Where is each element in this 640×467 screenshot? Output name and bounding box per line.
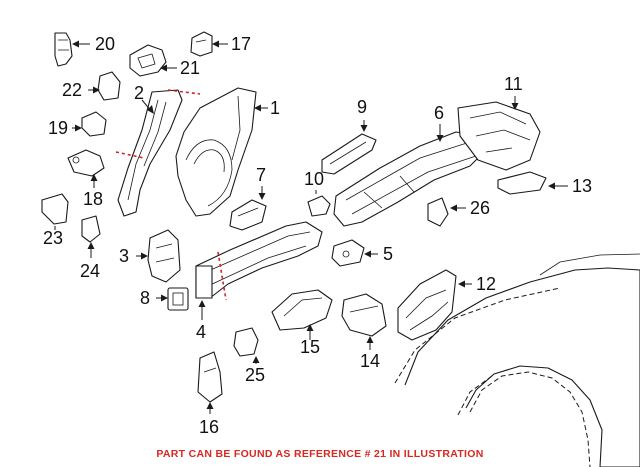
part-19-bracket [72,111,107,137]
reference-footnote: PART CAN BE FOUND AS REFERENCE # 21 IN I… [156,448,484,460]
part-14-bracket [341,293,387,350]
part-12-splash-shield [397,269,472,341]
part-25-block [233,327,260,364]
callout-9: 9 [357,97,368,117]
part-5-bracket [331,239,378,267]
part-9-rail [321,120,377,175]
part-20-bracket [54,32,90,67]
callout-7: 7 [256,165,267,185]
callout-1: 1 [270,98,281,118]
callout-13: 13 [572,176,593,196]
callout-4: 4 [196,322,207,342]
callout-8: 8 [140,288,151,308]
part-4-frame-rail [195,221,323,320]
callout-17: 17 [231,34,252,54]
part-10-bracket [307,190,331,217]
fender-outline [394,253,640,467]
callout-16: 16 [199,417,220,437]
part-11-apron [457,96,541,171]
callout-3: 3 [119,246,130,266]
part-23-bracket [41,193,69,230]
callout-14: 14 [360,351,381,371]
callout-23: 23 [43,228,64,248]
part-15-bracket [271,289,333,340]
callout-20: 20 [95,34,116,54]
callout-24: 24 [80,261,101,281]
part-24-bracket [81,215,101,258]
part-21-gusset [129,44,177,77]
callout-12: 12 [476,274,497,294]
part-7-bracket [229,186,267,231]
callout-26: 26 [470,198,491,218]
callout-11: 11 [504,74,523,94]
callout-18: 18 [83,189,104,209]
part-17-bracket [190,31,228,57]
callout-6: 6 [434,103,445,123]
part-13-rail [497,171,568,195]
part-18-mount [67,149,105,188]
callout-19: 19 [48,118,69,138]
part-26-bracket [427,197,466,227]
callout-25: 25 [245,365,266,385]
callout-21: 21 [180,58,201,78]
part-22-clip [88,71,121,101]
part-8-plug [156,287,189,311]
callout-2: 2 [134,83,145,103]
callout-22: 22 [62,80,83,100]
callout-10: 10 [304,169,325,189]
callout-15: 15 [300,337,321,357]
callout-5: 5 [383,244,394,264]
part-2-apron-strut [115,89,201,217]
part-3-reinforcement [136,229,181,283]
part-16-bracket [197,351,223,414]
part-1-wheelhouse [175,87,268,217]
part-6-frame-rail [333,124,487,227]
